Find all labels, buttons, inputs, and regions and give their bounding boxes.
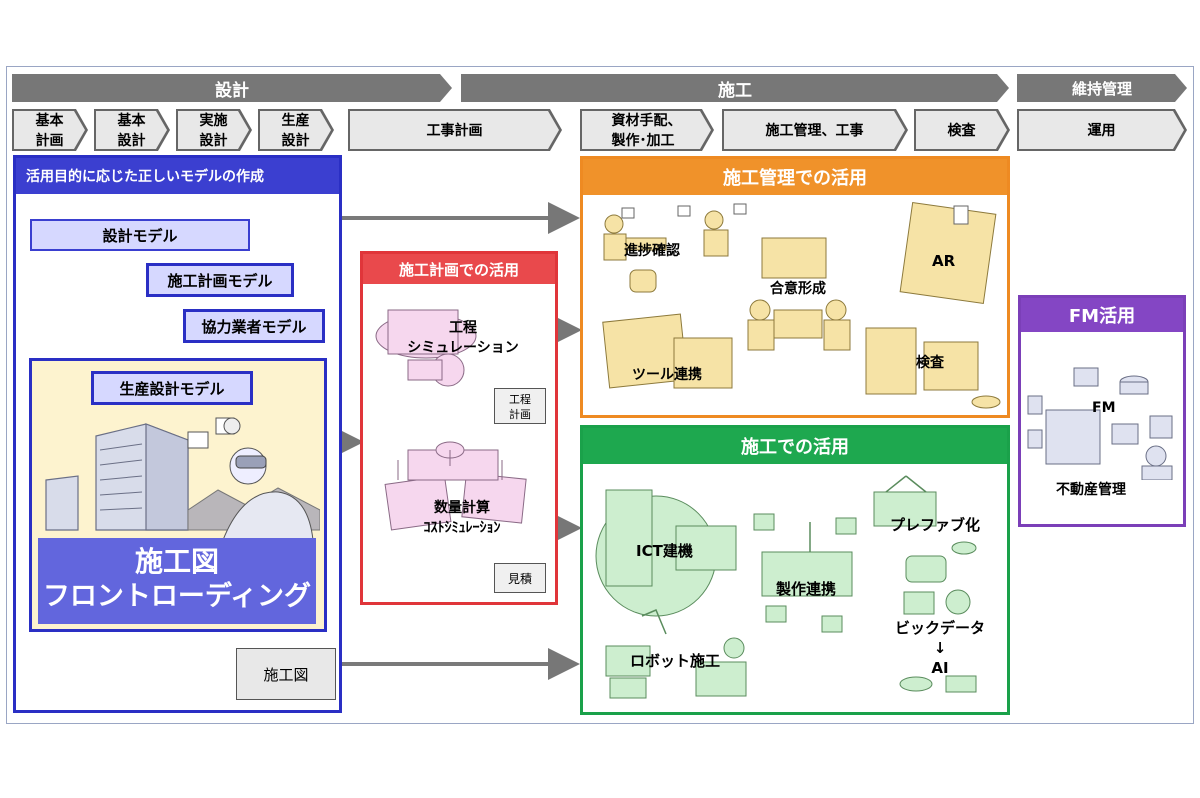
bigdata-block: ビックデータ ↓ AI — [890, 618, 990, 678]
fm-panel-title: FM活用 — [1021, 298, 1183, 332]
fm-sketch — [1027, 367, 1173, 480]
quantity-sim-label: 数量計算 ｺｽﾄｼﾐｭﾚｰｼｮﾝ — [423, 500, 501, 536]
bigdata-label: ビックデータ — [894, 619, 985, 637]
plan-panel-title: 施工計画での活用 — [363, 254, 555, 284]
step-basic-design: 基本 設計 — [94, 109, 170, 151]
phase-maintenance: 維持管理 — [1017, 74, 1187, 102]
ict-label: ICT建機 — [636, 542, 693, 560]
ai-label: AI — [931, 659, 949, 677]
phase-design: 設計 — [12, 74, 452, 102]
construction-drawing-doc: 施工図 — [236, 648, 336, 700]
fm-label: FM — [1092, 400, 1116, 416]
step-basic-plan: 基本 計画 — [12, 109, 88, 151]
progress-label: 進捗確認 — [624, 243, 680, 259]
fabrication-label: 製作連携 — [776, 580, 837, 598]
step-management: 施工管理、工事 — [722, 109, 908, 151]
prefab-label: プレファブ化 — [890, 516, 981, 534]
mgmt-panel-title: 施工管理での活用 — [583, 159, 1007, 195]
phase-construction: 施工 — [461, 74, 1009, 102]
model-panel-title: 活用目的に応じた正しいモデルの作成 — [16, 158, 339, 194]
schedule-doc: 工程 計画 — [494, 388, 546, 424]
real-estate-label: 不動産管理 — [1056, 482, 1126, 498]
const-panel-title: 施工での活用 — [583, 428, 1007, 464]
step-operation: 運用 — [1017, 109, 1187, 151]
plan-sketch — [375, 309, 527, 531]
production-model-box: 生産設計モデル — [91, 371, 253, 405]
step-production-design: 生産 設計 — [258, 109, 334, 151]
mgmt-sketch — [602, 202, 1001, 409]
partner-model-box: 協力業者モデル — [183, 309, 325, 343]
design-model-box: 設計モデル — [30, 219, 250, 251]
inspection-label: 検査 — [916, 355, 944, 371]
step-inspection: 検査 — [914, 109, 1010, 151]
ar-label: AR — [932, 252, 956, 270]
schedule-sim-label: 工程 シミュレーション — [407, 320, 519, 356]
consensus-label: 合意形成 — [770, 281, 826, 297]
step-construction-plan: 工事計画 — [348, 109, 562, 151]
down-arrow-icon: ↓ — [933, 639, 947, 657]
step-materials: 資材手配、 製作･加工 — [580, 109, 714, 151]
construction-plan-model-box: 施工計画モデル — [146, 263, 294, 297]
building-sketch — [45, 417, 320, 540]
step-detailed-design: 実施 設計 — [176, 109, 252, 151]
estimate-doc: 見積 — [494, 563, 546, 593]
const-sketch — [595, 475, 977, 699]
tool-link-label: ツール連携 — [632, 367, 702, 383]
frontloading-banner: 施工図 フロントローディング — [38, 538, 316, 624]
robot-label: ロボット施工 — [630, 652, 721, 670]
